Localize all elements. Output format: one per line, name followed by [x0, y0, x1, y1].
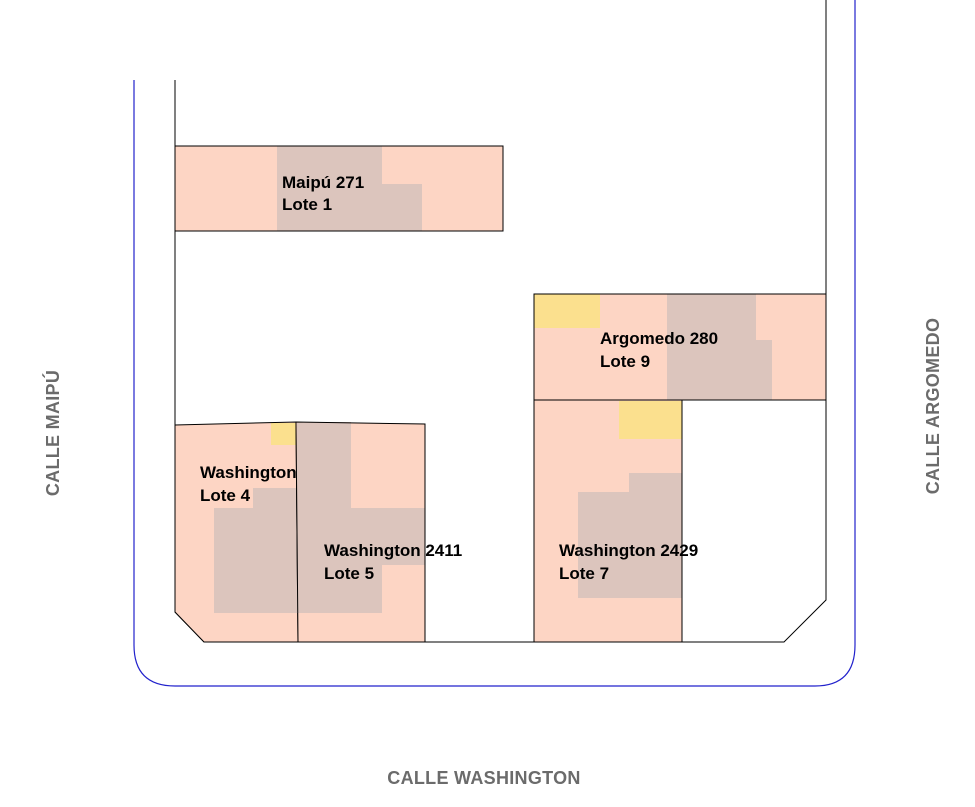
street-label-washington: CALLE WASHINGTON [387, 768, 580, 788]
lot-4[interactable]: Washington 2403 Lote 4 [174, 421, 339, 643]
street-label-maipu: CALLE MAIPÚ [42, 370, 63, 496]
street-label-argomedo: CALLE ARGOMEDO [923, 318, 943, 495]
lot-5-number: Lote 5 [324, 564, 374, 583]
lot-4-building [214, 488, 297, 613]
lot-7-building [578, 473, 682, 598]
lot-9-annex [534, 294, 600, 328]
curb-line [133, 0, 856, 687]
lot-9-building [667, 294, 772, 400]
lot-1[interactable]: Maipú 271 Lote 1 [174, 145, 504, 232]
lot-9[interactable]: Argomedo 280 Lote 9 [533, 293, 827, 401]
lot-4-number: Lote 4 [200, 486, 251, 505]
lot-1-number: Lote 1 [282, 195, 332, 214]
lot-1-address: Maipú 271 [282, 173, 364, 192]
lot-5-address: Washington 2411 [324, 541, 462, 560]
lot-9-address: Argomedo 280 [600, 329, 718, 348]
lot-7-address: Washington 2429 [559, 541, 698, 560]
lot-5-building [297, 422, 425, 613]
lot-4-annex [271, 423, 297, 445]
lot-1-building [277, 146, 422, 231]
lot-7[interactable]: Washington 2429 Lote 7 [533, 399, 698, 643]
lot-5[interactable]: Washington 2411 Lote 5 [295, 421, 462, 643]
lot-7-number: Lote 7 [559, 564, 609, 583]
lot-7-annex [619, 401, 682, 439]
lot-9-number: Lote 9 [600, 352, 650, 371]
